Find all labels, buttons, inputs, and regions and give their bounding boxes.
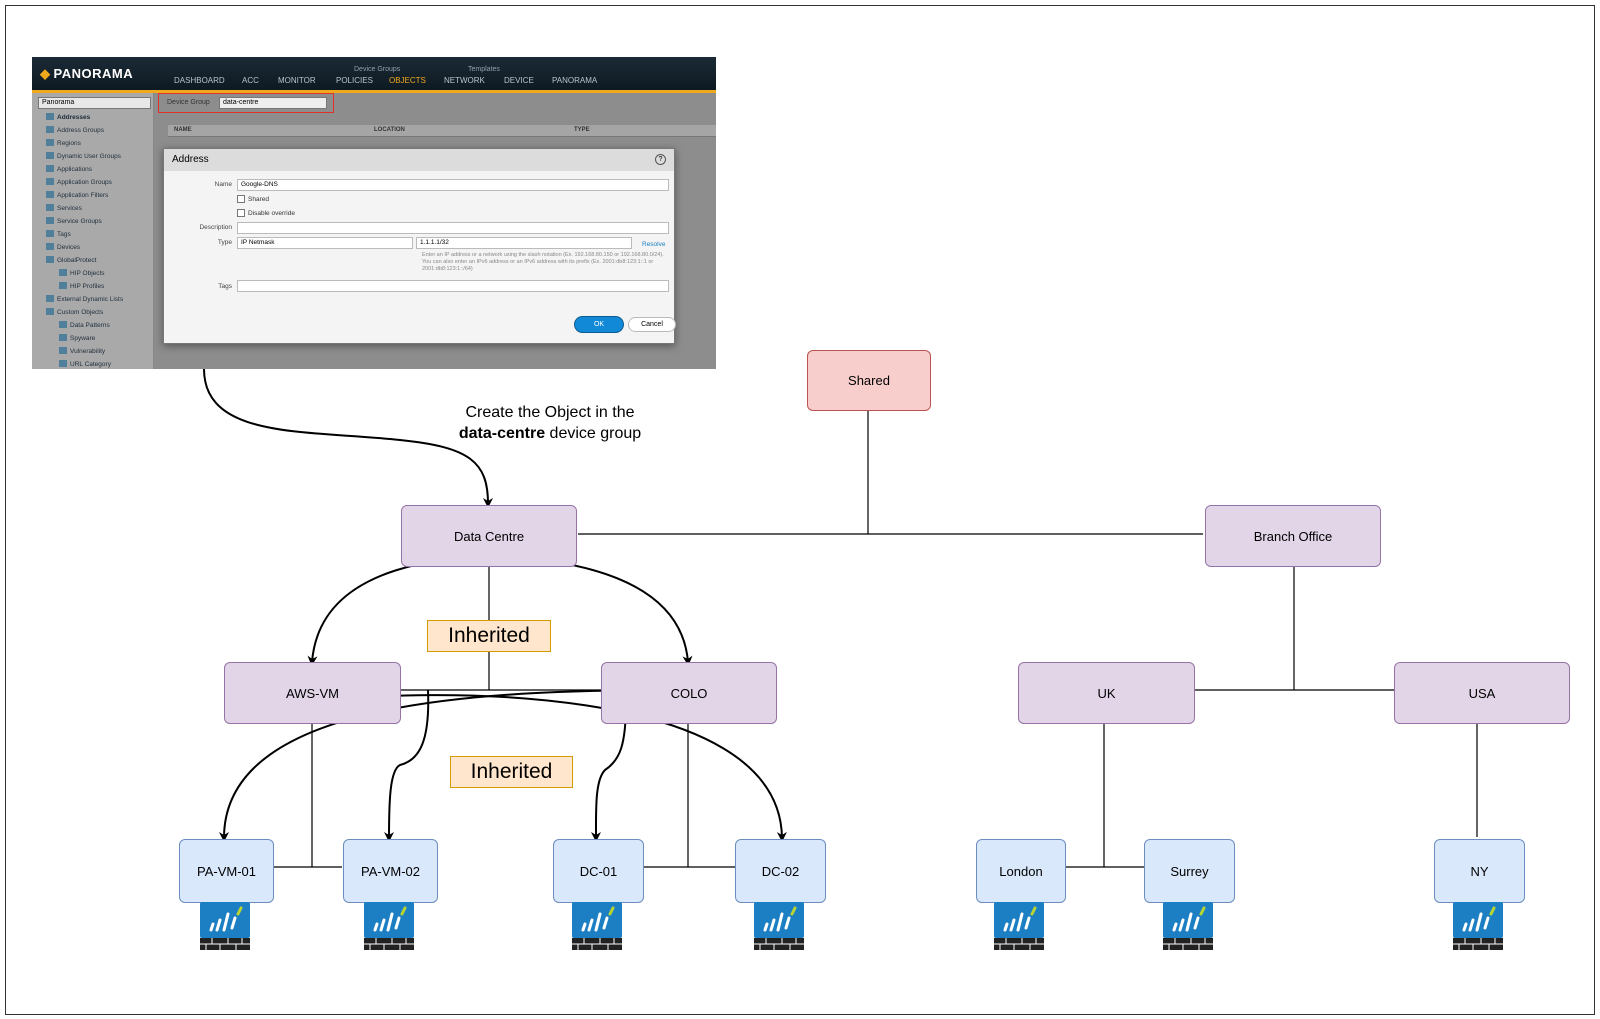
sidebar-item-url-category[interactable]: URL Category [59,360,111,368]
name-input[interactable]: Google-DNS [237,179,669,191]
ok-button[interactable]: OK [575,317,623,332]
panorama-sidebar: Panorama Addresses Address Groups Region… [32,93,154,369]
nav-monitor[interactable]: MONITOR [278,76,316,85]
node-usa[interactable]: USA [1394,662,1570,724]
sidebar-item-regions[interactable]: Regions [46,139,81,147]
type-label: Type [217,239,232,246]
disable-override-checkbox[interactable]: Disable override [237,209,295,217]
sidebar-item-address-groups[interactable]: Address Groups [46,126,104,134]
context-select[interactable]: Panorama [38,97,151,109]
firewall-icon [200,902,250,950]
sidebar-item-external-dynamic-lists[interactable]: External Dynamic Lists [46,295,123,303]
panorama-logo-icon: ◆ [40,66,51,81]
caption-line-2: data-centre device group [430,423,670,444]
sidebar-item-application-groups[interactable]: Application Groups [46,178,112,186]
node-dc-01[interactable]: DC-01 [553,839,644,903]
panorama-logo: ◆PANORAMA [40,66,133,82]
shared-checkbox[interactable]: Shared [237,195,269,203]
node-shared[interactable]: Shared [807,350,931,411]
sidebar-item-service-groups[interactable]: Service Groups [46,217,102,225]
ip-hint: Enter an IP address or a network using t… [422,252,664,272]
sidebar-item-globalprotect[interactable]: GlobalProtect [46,256,96,264]
sidebar-item-dynamic-user-groups[interactable]: Dynamic User Groups [46,152,121,160]
node-data-centre[interactable]: Data Centre [401,505,577,567]
node-uk[interactable]: UK [1018,662,1195,724]
caption-rest: device group [545,425,642,442]
sidebar-item-hip-objects[interactable]: HIP Objects [59,269,105,277]
sidebar-item-application-filters[interactable]: Application Filters [46,191,108,199]
dialog-title: Address [164,149,674,171]
sidebar-item-applications[interactable]: Applications [46,165,92,173]
firewall-icon [754,902,804,950]
caption-line-1: Create the Object in the [465,404,635,421]
device-group-select[interactable]: data-centre [219,97,327,109]
node-pa-vm-01[interactable]: PA-VM-01 [179,839,274,903]
address-dialog: Address ? Name Google-DNS Shared Disable… [163,148,676,344]
firewall-icon [1453,902,1503,950]
node-aws-vm[interactable]: AWS-VM [224,662,401,724]
ip-input[interactable]: 1.1.1.1/32 [416,237,632,249]
caption-bold: data-centre [458,425,546,442]
nav-network[interactable]: NETWORK [444,76,485,85]
node-dc-02[interactable]: DC-02 [735,839,826,903]
sidebar-item-addresses[interactable]: Addresses [46,113,90,121]
firewall-icon [994,902,1044,950]
sidebar-item-devices[interactable]: Devices [46,243,80,251]
name-label: Name [214,181,232,188]
node-pa-vm-02[interactable]: PA-VM-02 [343,839,438,903]
objects-table-header: NAME LOCATION TYPE [168,125,716,137]
resolve-link[interactable]: Resolve [642,241,666,248]
sidebar-item-vulnerability[interactable]: Vulnerability [59,347,105,355]
sidebar-item-custom-objects[interactable]: Custom Objects [46,308,103,316]
node-ny[interactable]: NY [1434,839,1525,903]
node-branch-office[interactable]: Branch Office [1205,505,1381,567]
panorama-logo-text: PANORAMA [53,66,134,81]
sidebar-item-services[interactable]: Services [46,204,82,212]
help-icon[interactable]: ? [655,154,666,165]
nav-policies[interactable]: POLICIES [336,76,373,85]
inherited-tag-1: Inherited [427,620,551,652]
sidebar-item-data-patterns[interactable]: Data Patterns [59,321,110,329]
firewall-icon [364,902,414,950]
node-colo[interactable]: COLO [601,662,777,724]
panorama-top-bar: ◆PANORAMA Device Groups Templates DASHBO… [32,57,716,93]
nav-objects[interactable]: OBJECTS [389,76,426,85]
nav-group-device-groups: Device Groups [354,66,401,73]
type-select[interactable]: IP Netmask [237,237,413,249]
diagram-frame [5,5,1595,1015]
node-surrey[interactable]: Surrey [1144,839,1235,903]
sidebar-item-hip-profiles[interactable]: HIP Profiles [59,282,104,290]
instruction-caption: Create the Object in the data-centre dev… [430,402,670,444]
column-type[interactable]: TYPE [574,127,590,133]
description-input[interactable] [237,222,669,234]
sidebar-item-spyware[interactable]: Spyware [59,334,95,342]
tags-label: Tags [218,283,232,290]
column-location[interactable]: LOCATION [374,127,405,133]
tags-input[interactable] [237,280,669,292]
device-group-highlight: Device Group data-centre [158,93,334,113]
sidebar-item-tags[interactable]: Tags [46,230,71,238]
nav-group-templates: Templates [468,66,500,73]
firewall-icon [572,902,622,950]
inherited-tag-2: Inherited [450,756,573,788]
nav-dashboard[interactable]: DASHBOARD [174,76,225,85]
device-group-label: Device Group [167,99,210,106]
nav-acc[interactable]: ACC [242,76,259,85]
column-name[interactable]: NAME [174,127,192,133]
firewall-icon [1163,902,1213,950]
nav-device[interactable]: DEVICE [504,76,534,85]
cancel-button[interactable]: Cancel [628,317,676,332]
node-london[interactable]: London [976,839,1066,903]
description-label: Description [199,224,232,231]
nav-panorama[interactable]: PANORAMA [552,76,598,85]
